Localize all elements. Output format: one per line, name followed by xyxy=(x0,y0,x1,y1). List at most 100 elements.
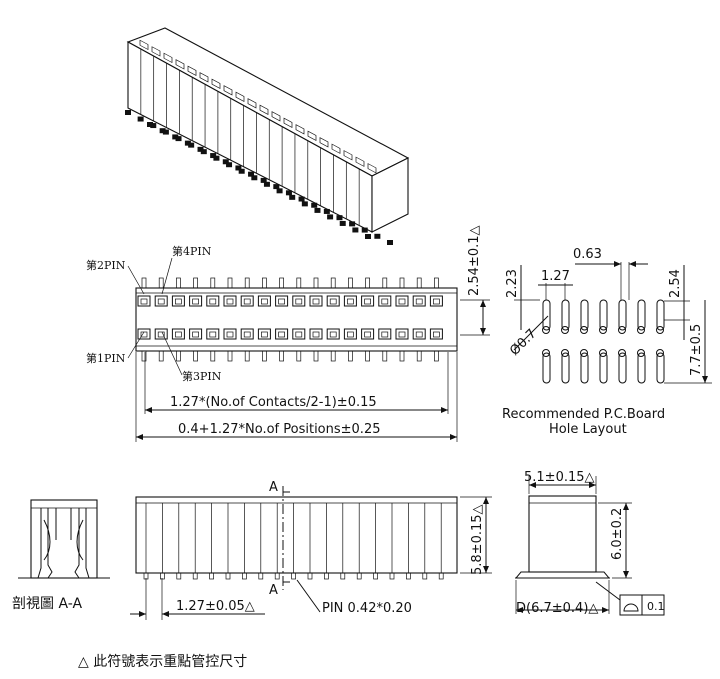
top-contact xyxy=(292,295,306,307)
pcb-slot xyxy=(599,299,608,331)
top-contact-inner xyxy=(433,298,440,305)
pcb-hole xyxy=(637,326,645,334)
top-pin xyxy=(141,277,147,289)
width-51-dim: 5.1±0.15△ xyxy=(524,470,595,485)
iso-pin xyxy=(188,142,195,148)
top-pin xyxy=(313,277,319,289)
top-contact-inner xyxy=(192,331,199,338)
pcb-hole-layout: 0.63 1.27 2.23 Ø0.7 2.54 7.7±0.5 Recomme… xyxy=(502,247,712,437)
iso-pin xyxy=(222,159,229,165)
top-contact-inner xyxy=(209,298,217,305)
pcb-hole xyxy=(618,349,626,357)
iso-pin xyxy=(238,168,245,174)
top-contact xyxy=(326,295,340,307)
top-pin xyxy=(279,277,284,289)
top-pin xyxy=(193,277,198,289)
pcb-slot xyxy=(561,299,570,331)
iso-pin xyxy=(200,149,207,155)
top-contact-inner xyxy=(381,298,389,305)
top-contact xyxy=(137,295,151,307)
top-pin xyxy=(365,277,370,289)
top-contact xyxy=(395,328,409,340)
pcb-title-line2: Hole Layout xyxy=(549,422,627,437)
iso-pin xyxy=(327,214,334,220)
top-contact xyxy=(240,295,254,307)
top-pin xyxy=(176,350,181,362)
top-contact xyxy=(343,295,357,307)
iso-pin xyxy=(289,194,296,200)
top-contact xyxy=(171,328,185,340)
pcb-slot xyxy=(656,299,665,331)
top-contact xyxy=(171,295,185,307)
front-pin xyxy=(406,572,411,580)
top-contact xyxy=(189,328,203,340)
iso-pin xyxy=(147,122,153,127)
iso-slot xyxy=(355,156,365,167)
top-contact-inner xyxy=(415,331,423,338)
pin2-label: 第2PIN xyxy=(86,258,126,272)
top-view: 第2PIN 第4PIN 第1PIN 第3PIN 1.27*(No.of Cont… xyxy=(86,225,490,442)
top-pin xyxy=(313,350,319,362)
top-contact-inner xyxy=(433,331,440,338)
top-contact-inner xyxy=(347,331,354,338)
front-view: A A 5.8±0.15△ 1.27±0.05△ PIN 0.42*0.20 xyxy=(130,480,492,620)
pcb-title-line1: Recommended P.C.Board xyxy=(502,407,665,422)
front-pin xyxy=(356,572,362,580)
top-pin xyxy=(210,277,216,289)
top-contact-inner xyxy=(381,331,389,338)
pcb-hole xyxy=(580,349,588,357)
top-contact-inner xyxy=(347,298,354,305)
iso-pin xyxy=(301,201,308,207)
top-contact xyxy=(223,328,237,340)
pin4-label: 第4PIN xyxy=(172,244,212,258)
top-contact xyxy=(343,328,357,340)
front-pin xyxy=(340,572,346,580)
top-contact xyxy=(154,328,168,340)
pcb-hole xyxy=(618,326,626,334)
top-contact xyxy=(137,328,151,340)
pcb-slot xyxy=(618,299,627,331)
section-marker-bottom: A xyxy=(269,583,278,598)
iso-pin xyxy=(273,184,280,190)
top-pin xyxy=(399,350,405,362)
height-58-dim: 5.8±0.15△ xyxy=(470,504,485,575)
top-contact-inner xyxy=(175,331,182,338)
top-pin xyxy=(176,277,181,289)
top-contact xyxy=(275,295,289,307)
iso-slot xyxy=(259,104,269,115)
pcb-slot xyxy=(637,352,646,384)
top-contact xyxy=(395,295,409,307)
pin3-label: 第3PIN xyxy=(182,369,222,383)
iso-pin xyxy=(285,190,292,196)
pcb-hole xyxy=(599,349,607,357)
front-pin xyxy=(160,572,165,580)
iso-slot xyxy=(139,39,149,51)
top-pin xyxy=(262,277,267,289)
top-contact-inner xyxy=(226,331,234,338)
front-pin xyxy=(209,572,214,580)
pcb-hole xyxy=(561,349,569,357)
pcb-hole xyxy=(580,326,588,334)
iso-pin xyxy=(150,123,157,129)
top-contact xyxy=(326,328,340,340)
iso-pin xyxy=(323,208,330,214)
top-pin xyxy=(330,277,336,289)
top-contact xyxy=(429,295,443,307)
top-contact-inner xyxy=(157,298,165,305)
front-pin xyxy=(242,572,247,580)
pcb-hole xyxy=(561,326,569,334)
iso-pin xyxy=(172,134,179,140)
top-contact xyxy=(223,295,237,307)
pcb-slot xyxy=(542,352,551,384)
pin-size-dim: PIN 0.42*0.20 xyxy=(322,601,412,616)
top-contact xyxy=(361,328,375,340)
iso-slot xyxy=(343,150,353,161)
iso-pin xyxy=(162,129,169,135)
iso-pin xyxy=(374,233,381,239)
top-contact-inner xyxy=(157,331,165,338)
top-contact-inner xyxy=(261,331,268,338)
top-pin xyxy=(296,350,302,362)
top-contact xyxy=(309,295,323,307)
iso-pin xyxy=(276,188,283,194)
